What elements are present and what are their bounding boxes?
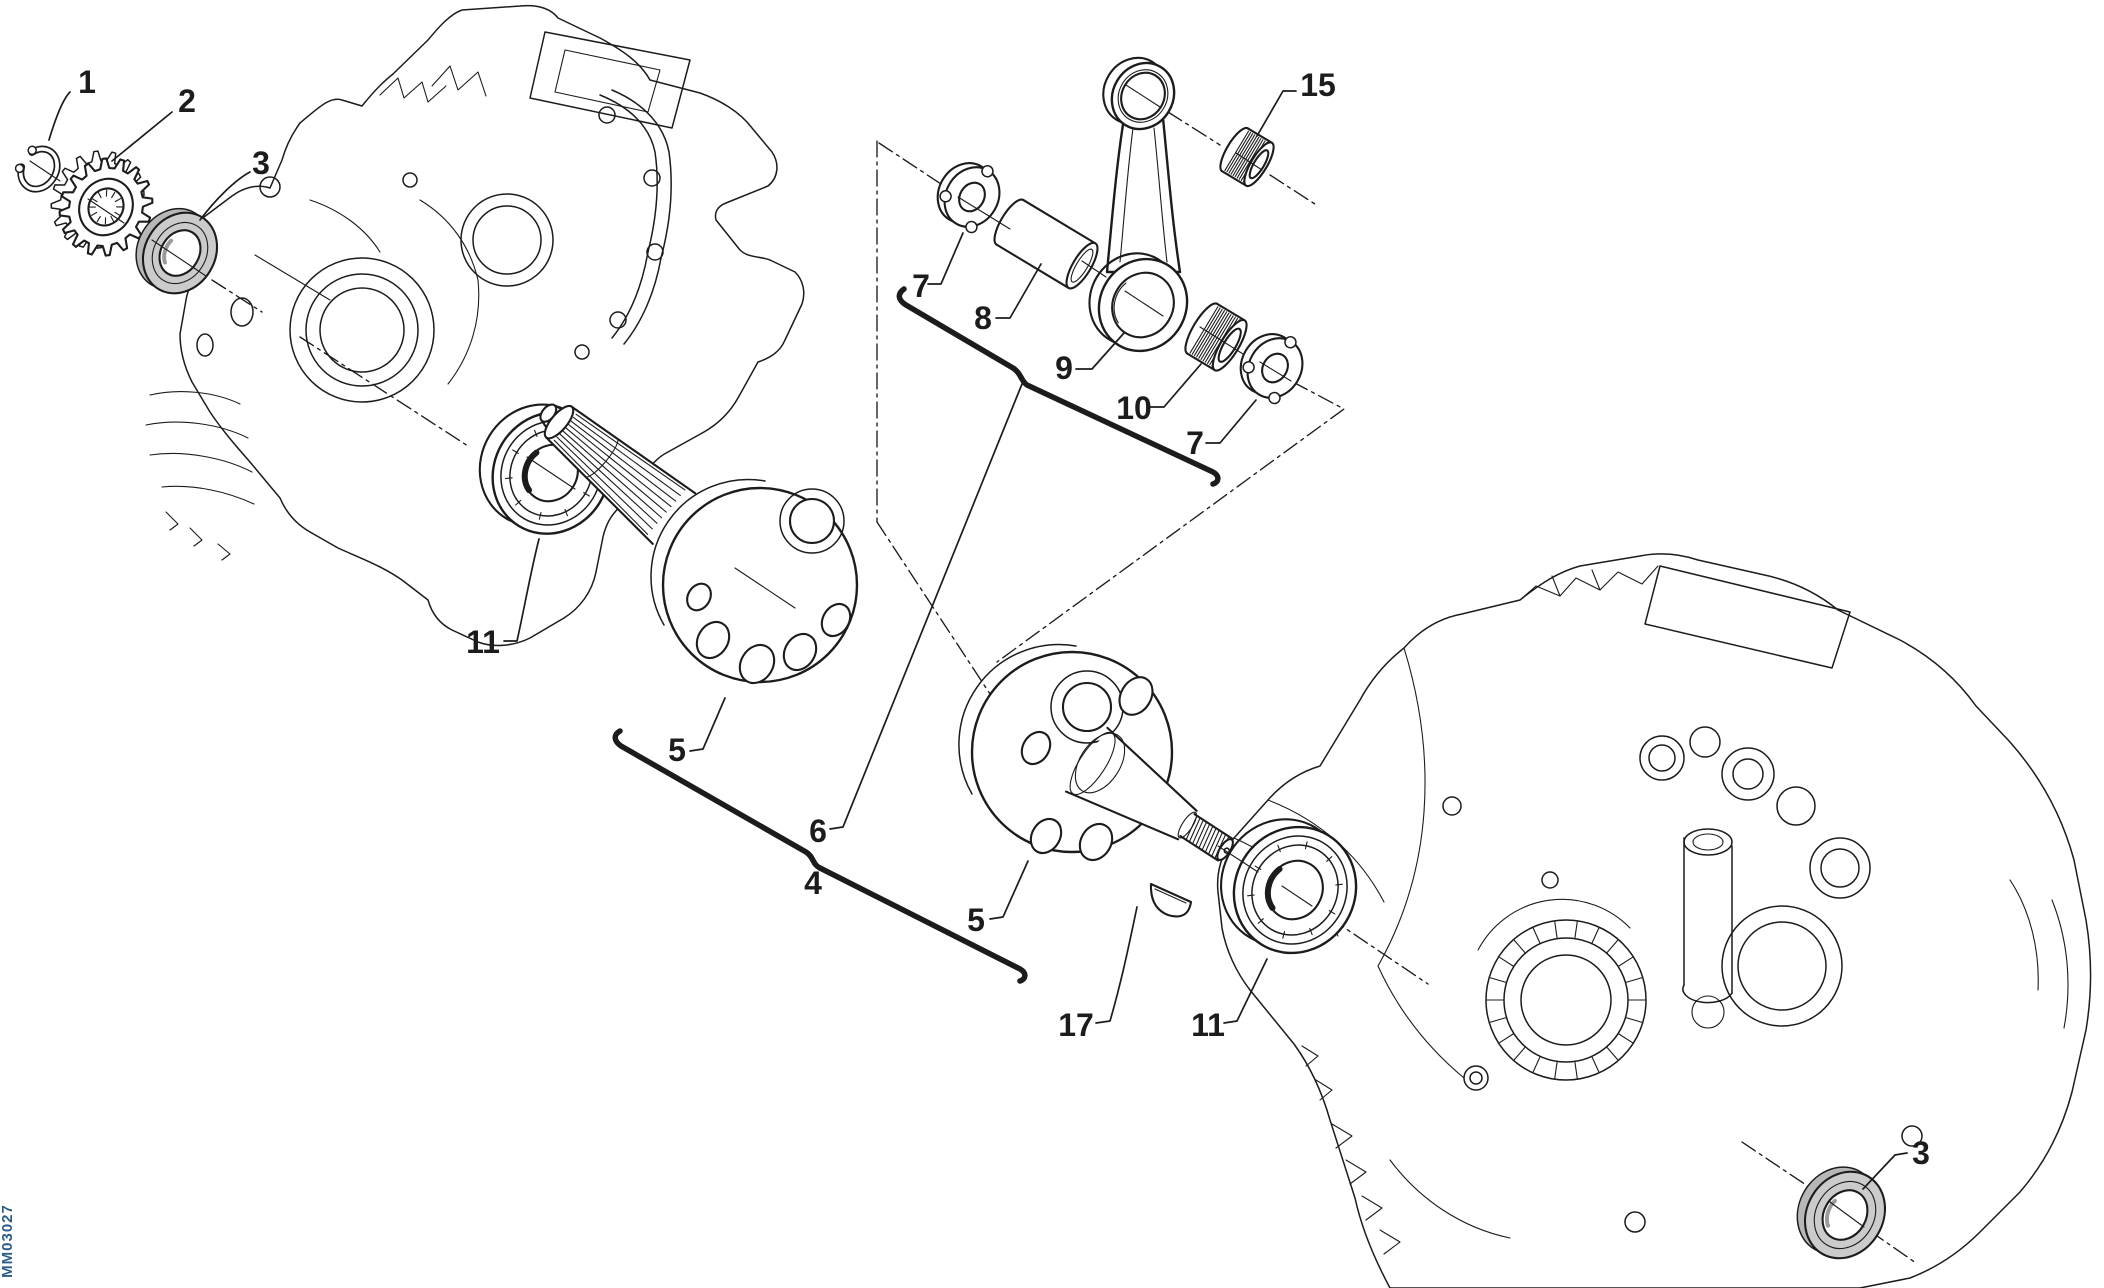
axis-centerlines-through-bores [29,84,1865,1228]
ribbed-flange [1485,919,1647,1081]
callout-7-lower-washer: 7 [1186,425,1204,461]
right-case-silhouette [1216,553,2092,1288]
bolt-hole [609,311,627,329]
oil-seal-part-3-right [1796,1166,1887,1260]
flange-rib-ticks [1486,921,1646,1079]
bolt-hole [574,344,590,360]
water-pipe [1683,828,1733,856]
tapered-shaft [1064,726,1234,862]
bolt-hole [598,106,616,124]
lightening-hole [686,582,712,612]
case-bore [1721,905,1843,1027]
callout-5-left-web: 5 [668,732,686,768]
spline-bore [89,189,123,225]
woodruff-key-part-17 [1149,882,1193,918]
crank-pin-part-8 [993,198,1099,290]
conrod-axis-return [996,381,1345,663]
lightening-hole [1020,730,1052,766]
left-case-top-boss [529,31,691,129]
callout-9-conrod: 9 [1055,350,1073,386]
callout-8-crank-pin: 8 [974,300,992,336]
thrust-washer-part-7-upper [936,162,1001,234]
callout-1-circlip: 1 [78,64,96,100]
left-crankcase-drawing [145,4,805,647]
right-case-top-boss [1644,565,1851,669]
oil-seal-part-3-left [135,207,219,295]
thrust-washer-part-7-lower [1239,333,1304,405]
case-bore [289,257,435,403]
callout-7-upper-washer: 7 [912,268,930,304]
bolt-hole [643,169,661,187]
lightening-hole [1118,676,1154,716]
bolt-hole [1901,1125,1923,1147]
callout-3-right-seal: 3 [1912,1135,1930,1171]
rod-beam [1105,116,1182,274]
callout-17-woodruff-key: 17 [1058,1007,1094,1043]
right-crankcase-drawing [1216,553,2092,1288]
callout-10-needle-bearing: 10 [1116,390,1152,426]
rib-teeth [379,77,447,103]
lightening-hole [782,632,818,672]
callout-11-right-bearing: 11 [1191,1007,1225,1043]
case-bore [460,193,554,287]
circlip-part-1 [14,145,61,193]
bracket-crankshaft-assy-4 [612,728,1028,984]
connecting-rod-part-9 [1088,56,1189,353]
bearing-cage [1247,841,1343,939]
callout-6-conrod-kit: 6 [809,813,827,849]
lightening-hole [1078,822,1114,862]
gear-part-2 [50,150,154,257]
spline-lines [553,413,686,535]
crank-web-part-5-right [958,643,1234,862]
bracket-conrod-kit-6 [896,286,1221,487]
crank-pin-boss [779,488,845,554]
crank-web-part-5-left [539,403,859,685]
crank-pin-hole [1061,681,1113,733]
needle-bearing-part-15 [1219,126,1275,188]
rod-big-end [1088,252,1189,353]
main-bearing-part-11-right [1220,818,1358,955]
callout-11-left-bearing: 11 [466,624,500,660]
shaft-shoulder [1074,732,1126,794]
callout-leader-lines [48,90,1908,1190]
callout-15-needle-bearing: 15 [1300,67,1336,103]
bolt-hole [1624,1211,1646,1233]
callout-3-left-seal: 3 [252,145,270,181]
callout-2-gear: 2 [178,83,196,119]
rib-teeth [1519,565,1659,601]
lightening-hole [1029,817,1063,855]
callout-4-crankshaft-assy: 4 [804,865,822,901]
bolt-hole [1463,1065,1489,1091]
lightening-hole [820,602,852,638]
splined-shaft [539,403,697,545]
bolt-hole [1442,796,1462,816]
callout-5-right-web: 5 [967,902,985,938]
bolt-hole [646,243,664,261]
drawing-code-watermark: MM03027 [0,1204,16,1278]
lightening-hole [695,620,731,660]
lightening-hole [738,643,776,685]
crank-pin-hole [788,497,836,545]
